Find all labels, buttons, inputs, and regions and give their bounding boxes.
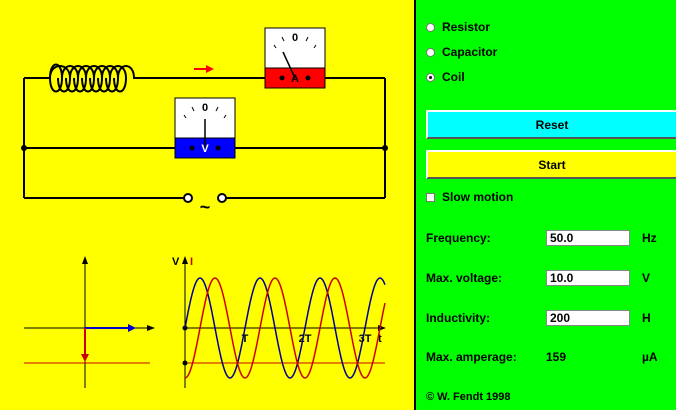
- current-direction-arrow: [194, 65, 214, 73]
- ammeter-zero-label: 0: [292, 32, 298, 44]
- current-wave: [184, 277, 386, 379]
- ammeter-letter: A: [291, 73, 299, 85]
- control-panel: Resistor Capacitor Coil Reset Start Slow…: [414, 0, 676, 410]
- inductivity-label: Inductivity:: [426, 311, 491, 325]
- slow-motion-checkbox[interactable]: Slow motion: [426, 190, 513, 204]
- ammeter-needle: [282, 51, 296, 79]
- circuit-diagram: ~ 0 A 0: [21, 27, 388, 388]
- radio-resistor[interactable]: Resistor: [426, 20, 490, 34]
- graph-current-label: I: [190, 256, 193, 268]
- reset-button[interactable]: Reset: [426, 110, 676, 139]
- voltmeter-letter: V: [201, 143, 209, 155]
- radio-indicator: [426, 22, 435, 32]
- tick-T: T: [242, 333, 249, 345]
- radio-indicator-selected: [426, 72, 435, 82]
- voltage-unit: V: [642, 271, 651, 285]
- voltmeter-zero-label: 0: [202, 102, 208, 114]
- phasor-diagram: [24, 256, 155, 388]
- frequency-input[interactable]: 50.0: [546, 230, 630, 246]
- inductivity-unit: H: [642, 311, 651, 325]
- frequency-unit: Hz: [642, 231, 657, 245]
- coil-inductor: [24, 63, 265, 93]
- checkbox-box: [426, 192, 435, 202]
- voltage-label: Max. voltage:: [426, 271, 503, 285]
- tick-2T: 2T: [299, 333, 312, 345]
- voltage-input[interactable]: 10.0: [546, 270, 630, 286]
- oscillogram: V I t T 2T 3T: [172, 256, 386, 388]
- voltmeter: 0 V: [174, 97, 236, 159]
- radio-indicator: [426, 47, 435, 57]
- amperage-unit: µA: [642, 350, 658, 364]
- amperage-value: 159: [546, 350, 567, 364]
- radio-capacitor[interactable]: Capacitor: [426, 45, 497, 59]
- frequency-label: Frequency:: [426, 231, 491, 245]
- simulation-canvas: ~ 0 A 0: [0, 0, 414, 410]
- graph-voltage-label: V: [172, 256, 180, 268]
- ammeter: 0 A: [264, 27, 326, 89]
- tick-3T: 3T: [359, 333, 372, 345]
- amperage-label: Max. amperage:: [426, 350, 517, 364]
- voltage-wave: [184, 277, 386, 379]
- radio-coil[interactable]: Coil: [426, 70, 465, 84]
- graph-time-label: t: [378, 333, 382, 345]
- ac-source-symbol: ~: [200, 197, 211, 217]
- copyright-text: © W. Fendt 1998: [426, 391, 511, 403]
- inductivity-input[interactable]: 200: [546, 310, 630, 326]
- start-button[interactable]: Start: [426, 150, 676, 179]
